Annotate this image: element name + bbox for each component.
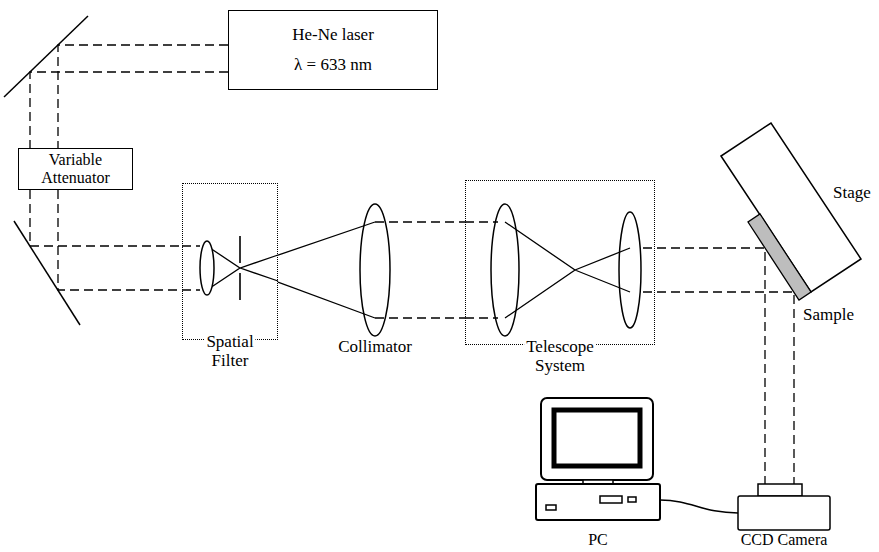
box-title: Variable Attenuator: [41, 151, 109, 186]
beam-dashed: [182, 246, 200, 290]
beam-line: [375, 221, 465, 222]
beam-focus: [207, 246, 278, 290]
sample: [748, 214, 811, 300]
laser-beam: [278, 222, 465, 318]
monitor-screen: [554, 410, 640, 466]
attenuator-box: Variable Attenuator: [18, 148, 133, 190]
box-title: Telescope System: [524, 338, 596, 375]
part-label: CCD Camera: [740, 531, 829, 549]
beam-dashed: [643, 248, 794, 484]
power-button: [546, 505, 556, 510]
telescope-lens: [619, 212, 641, 328]
lower-mirror: [14, 221, 80, 325]
ccd-camera: [738, 496, 830, 530]
upper-mirror: [4, 16, 88, 97]
pinhole-aperture: [239, 236, 241, 300]
beam-line: [30, 190, 182, 246]
laser-beam: [30, 45, 228, 148]
beam-focus: [505, 222, 630, 318]
monitor: [541, 398, 653, 480]
telescope-group: Telescope System: [465, 180, 655, 345]
box-title: He-Ne laser: [292, 25, 374, 45]
part-label: Stage: [832, 184, 872, 203]
collimator-lens: [360, 204, 390, 336]
disk-drive: [600, 496, 622, 503]
part-label: Sample: [802, 306, 855, 325]
beam-line: [30, 72, 228, 148]
telescope-lens: [491, 204, 519, 336]
laser-box: He-Ne laser λ = 633 nm: [228, 10, 438, 90]
spatial-filter-group: Spatial Filter: [182, 183, 278, 340]
disk-drive: [628, 497, 636, 502]
camera-cable: [660, 500, 738, 513]
beam-line: [278, 222, 375, 255]
computer-case: [536, 484, 660, 520]
focusing-lens: [200, 241, 214, 295]
beam-line: [58, 190, 182, 290]
camera-lens-mount: [758, 484, 802, 496]
beam-line: [58, 45, 228, 148]
beam-line: [375, 317, 465, 318]
part-label: PC: [587, 531, 609, 549]
part-label: Collimator: [337, 338, 413, 357]
beam-line: [278, 282, 375, 318]
laser-beam: [30, 190, 182, 290]
box-title: Spatial Filter: [204, 333, 255, 370]
box-subtitle: λ = 633 nm: [294, 55, 372, 75]
